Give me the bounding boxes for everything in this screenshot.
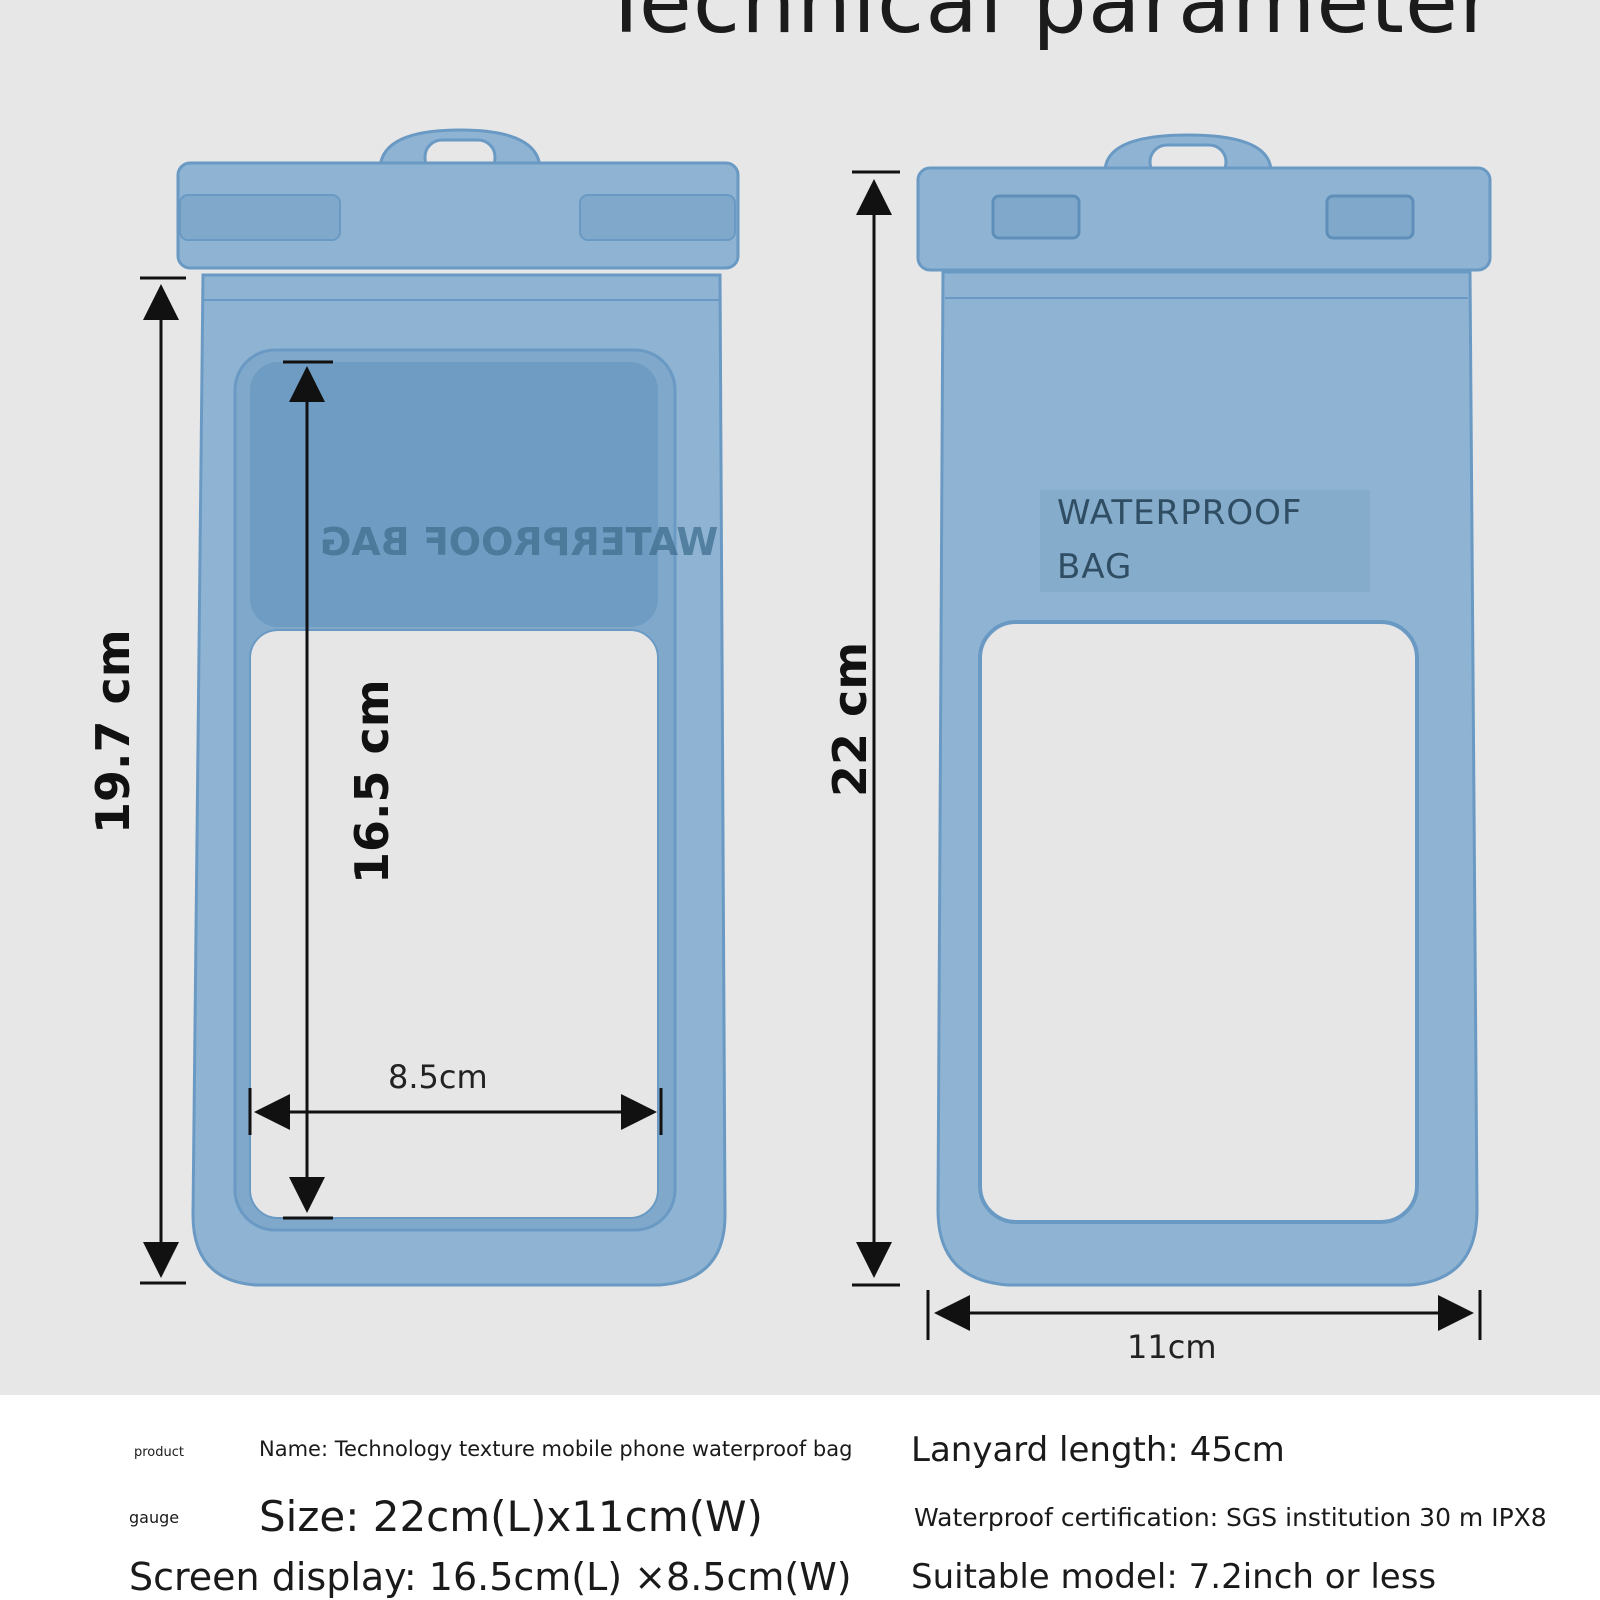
spec-name: Name: Technology texture mobile phone wa… xyxy=(259,1437,853,1461)
right-screen-window xyxy=(978,620,1419,1224)
spec-size: Size: 22cm(L)x11cm(W) xyxy=(259,1492,763,1541)
right-bag-text-line1: WATERPROOF xyxy=(1057,493,1303,533)
width-label-11: 11cm xyxy=(1127,1328,1217,1366)
left-screen-window xyxy=(249,629,659,1219)
height-label-19-7: 19.7 cm xyxy=(86,629,140,834)
right-bag-buckle-right xyxy=(1325,194,1415,240)
embossed-bag-text: WATERPROOF BAG xyxy=(320,520,719,564)
spec-label-product: product xyxy=(134,1445,185,1460)
right-bag-text-line2: BAG xyxy=(1057,547,1133,587)
right-bag-printed-text: WATERPROOF BAG xyxy=(1057,486,1302,594)
right-bag-clip xyxy=(916,166,1492,272)
bag-diagram xyxy=(140,128,1492,1340)
right-bag-buckle-left xyxy=(991,194,1081,240)
page-title: Technical parameter xyxy=(600,0,1496,53)
left-bag-clip xyxy=(176,161,740,270)
width-label-8-5: 8.5cm xyxy=(388,1058,488,1096)
left-latch xyxy=(179,194,341,241)
spec-certification: Waterproof certification: SGS institutio… xyxy=(914,1503,1547,1532)
spec-panel xyxy=(0,1395,1600,1600)
right-bag-label-area xyxy=(1040,490,1370,592)
spec-label-gauge: gauge xyxy=(129,1508,180,1527)
right-bag xyxy=(852,133,1492,1340)
left-inner-panel xyxy=(250,362,658,627)
spec-lanyard: Lanyard length: 45cm xyxy=(911,1430,1285,1470)
height-label-22: 22 cm xyxy=(823,641,877,797)
left-bag xyxy=(140,128,740,1287)
spec-suitable-model: Suitable model: 7.2inch or less xyxy=(911,1557,1437,1597)
spec-screen-display: Screen display: 16.5cm(L) ×8.5cm(W) xyxy=(129,1555,852,1599)
height-label-16-5: 16.5 cm xyxy=(345,679,399,884)
right-latch xyxy=(579,194,736,241)
